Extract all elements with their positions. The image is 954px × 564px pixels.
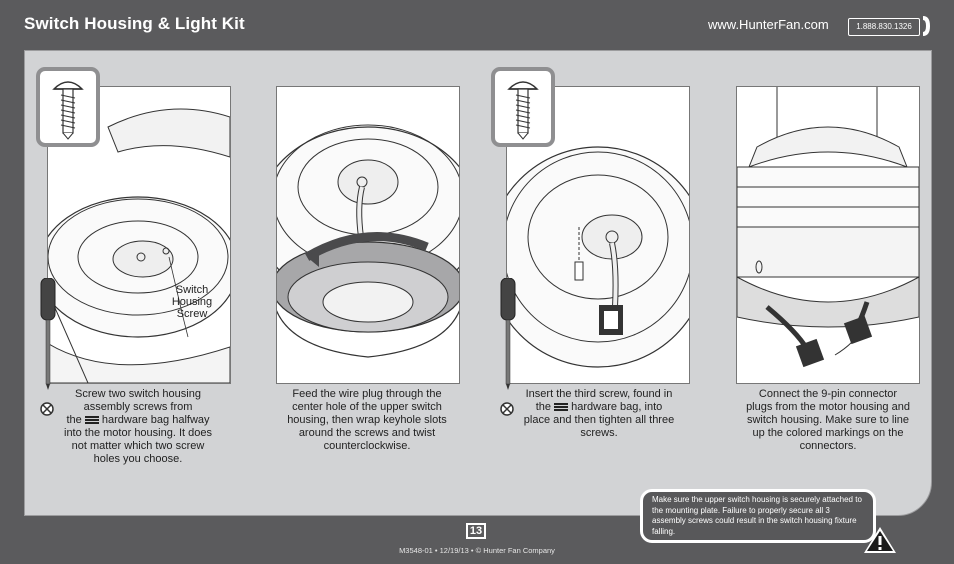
footer-doc-info: M3548-01 • 12/19/13 • © Hunter Fan Compa… xyxy=(399,546,555,555)
warning-box: Make sure the upper switch housing is se… xyxy=(640,489,876,543)
screw-callout-box xyxy=(491,67,555,147)
step-2-illustration xyxy=(276,86,460,384)
step-2-caption: Feed the wire plug through the center ho… xyxy=(287,388,447,452)
step-4-illustration xyxy=(736,86,920,384)
hardware-bag-icon xyxy=(554,403,569,412)
step-4-caption: Connect the 9-pin connector plugs from t… xyxy=(746,388,910,452)
screwdriver-illustration xyxy=(40,278,56,390)
warning-triangle-icon xyxy=(864,527,896,553)
page-title: Switch Housing & Light Kit xyxy=(24,14,245,33)
third-screw-drawing xyxy=(507,146,689,368)
phone-number: 1.888.830.1326 xyxy=(848,18,920,36)
upper-switch-housing-drawing xyxy=(277,124,459,358)
step-1-caption: Screw two switch housing assembly screws… xyxy=(64,388,212,465)
connector-drawing xyxy=(737,87,919,368)
screw-callout-box xyxy=(36,67,100,147)
hardware-bag-icon xyxy=(84,416,99,425)
no-power-tool-icon xyxy=(40,402,54,416)
screw-icon xyxy=(52,81,84,140)
website-link[interactable]: www.HunterFan.com xyxy=(708,17,829,32)
page-number: 13 xyxy=(466,523,486,539)
fan-motor-housing-drawing xyxy=(48,108,230,383)
switch-housing-screw-label: Switch Housing Screw xyxy=(171,284,213,320)
no-power-tool-icon xyxy=(500,402,514,416)
screwdriver-illustration xyxy=(500,278,516,390)
step-3-caption: Insert the third screw, found in the har… xyxy=(523,388,675,439)
phone-icon xyxy=(923,16,930,36)
screw-icon xyxy=(507,81,539,140)
